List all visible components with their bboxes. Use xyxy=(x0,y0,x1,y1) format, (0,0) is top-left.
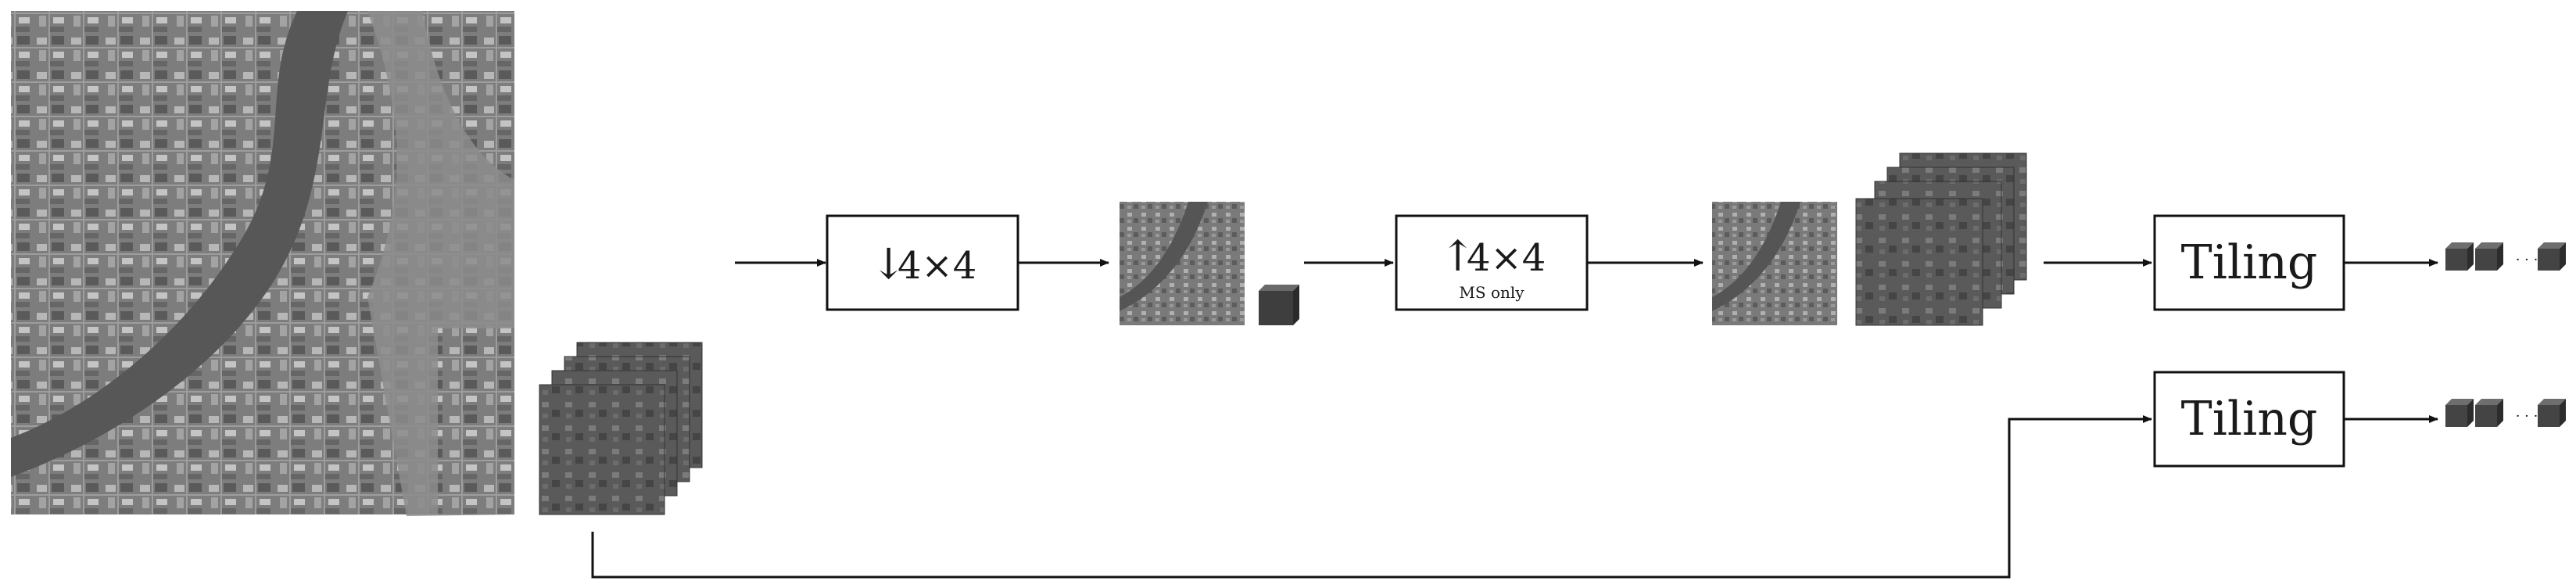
tiles-top-ellipsis: · · · xyxy=(2516,252,2538,268)
output-tiles-top: · · · xyxy=(2445,242,2566,271)
ms-input-stack xyxy=(539,342,703,515)
upsampled-pan-image xyxy=(1712,202,1837,325)
upsample-note: MS only xyxy=(1459,283,1524,302)
tiles-bottom-ellipsis: · · · xyxy=(2516,408,2538,425)
upsample-symbol: ↑ xyxy=(1440,231,1475,281)
tiling-bottom-label: Tiling xyxy=(2181,392,2318,446)
downsampled-ms-cube xyxy=(1259,285,1299,325)
downsample-symbol: ↓ xyxy=(871,239,906,289)
tiling-top-block: Tiling xyxy=(2153,214,2345,311)
downsample-label: 4×4 xyxy=(897,244,976,288)
upsample-block: ↑ 4×4 MS only xyxy=(1395,214,1589,311)
output-tiles-bottom: · · · xyxy=(2445,399,2566,427)
upsampled-ms-stack xyxy=(1855,152,2027,326)
upsample-label: 4×4 xyxy=(1467,236,1546,280)
pan-input-image xyxy=(11,11,514,516)
downsampled-pan-image xyxy=(1120,202,1245,325)
arrow-bypass-to-tiling-bottom xyxy=(591,415,2152,579)
tiling-bottom-block: Tiling xyxy=(2153,371,2345,468)
tiling-top-label: Tiling xyxy=(2181,235,2318,290)
downsample-block: ↓ 4×4 xyxy=(826,214,1019,311)
